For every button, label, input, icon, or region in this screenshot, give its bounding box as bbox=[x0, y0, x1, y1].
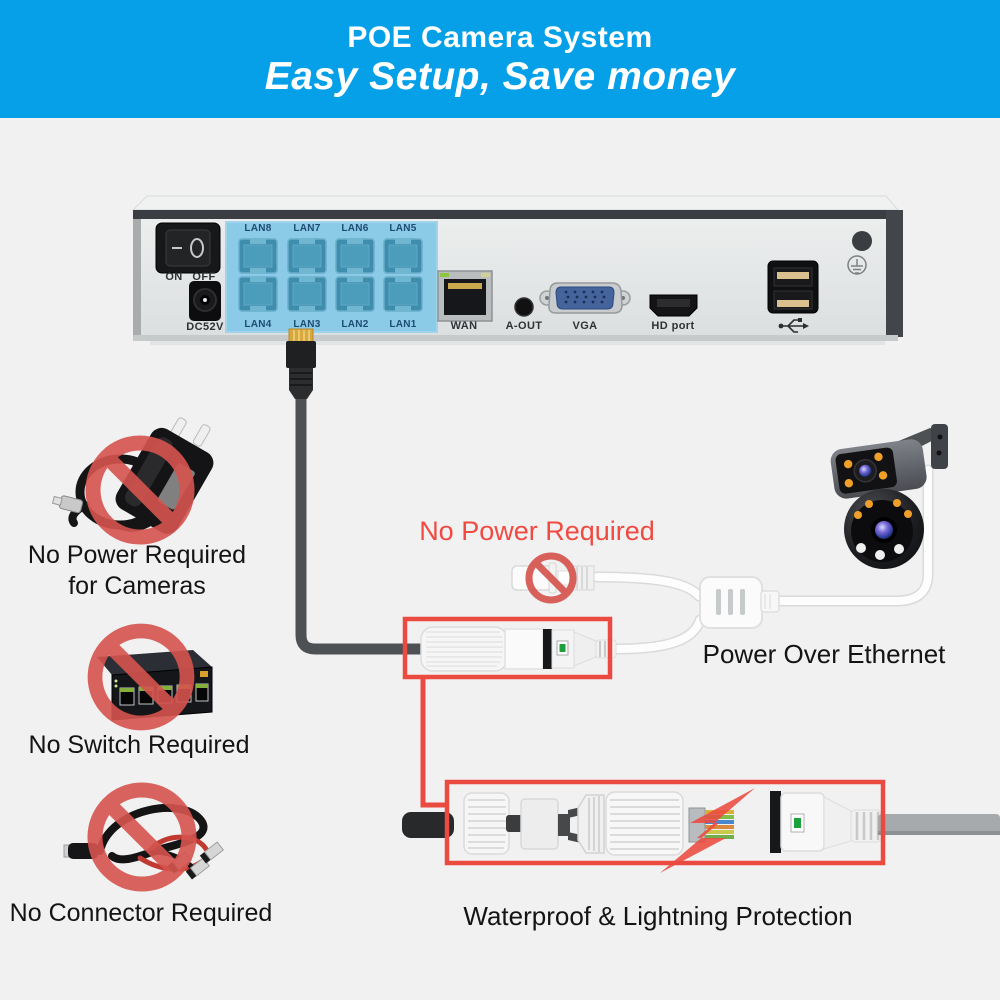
usb-icon bbox=[778, 318, 809, 333]
no-power-cameras-caption-line1: No Power Required bbox=[27, 541, 247, 569]
poe-caption: Power Over Ethernet bbox=[702, 639, 946, 669]
white-cables bbox=[591, 464, 934, 655]
lan3-label: LAN3 bbox=[293, 319, 321, 330]
waterproof-caption: Waterproof & Lightning Protection bbox=[463, 901, 853, 931]
highlight-box-waterproof bbox=[444, 779, 886, 866]
usb-ports bbox=[767, 260, 819, 314]
header-banner bbox=[0, 0, 1000, 118]
waterproof-kit bbox=[402, 779, 1000, 873]
ethernet-cable bbox=[286, 328, 430, 655]
banner-subtitle: Easy Setup, Save money bbox=[264, 55, 736, 98]
lan4-label: LAN4 bbox=[244, 319, 272, 330]
hdmi-port bbox=[649, 294, 698, 317]
power-adapter-image bbox=[51, 417, 214, 539]
lan6-label: LAN6 bbox=[341, 223, 369, 234]
poe-coupler bbox=[402, 616, 617, 680]
switch-image bbox=[95, 631, 213, 723]
vga-port bbox=[539, 282, 631, 314]
lan2-label: LAN2 bbox=[341, 319, 369, 330]
no-power-cameras-caption-line2: for Cameras bbox=[68, 572, 206, 600]
switch-on-label: ON bbox=[165, 271, 183, 283]
lan1-label: LAN1 bbox=[389, 319, 417, 330]
lan7-label: LAN7 bbox=[293, 223, 321, 234]
lan5-label: LAN5 bbox=[389, 223, 417, 234]
audio-out-label: A-OUT bbox=[505, 320, 543, 332]
no-switch-caption: No Switch Required bbox=[28, 731, 250, 759]
audio-out-jack bbox=[514, 297, 534, 317]
no-power-inline-caption: No Power Required bbox=[419, 516, 655, 546]
poe-port-panel bbox=[225, 221, 438, 333]
vga-label: VGA bbox=[572, 320, 598, 332]
connector-cables-image bbox=[63, 790, 225, 884]
highlight-box-coupler bbox=[402, 616, 613, 680]
power-switch bbox=[155, 222, 221, 274]
red-connector-line bbox=[420, 677, 447, 808]
dc-power-jack bbox=[189, 281, 221, 321]
ptz-camera bbox=[830, 424, 948, 569]
pigtail-splitter bbox=[699, 576, 780, 629]
lightning-icon bbox=[660, 788, 755, 873]
nvr-recorder bbox=[131, 195, 903, 345]
switch-off-label: OFF bbox=[192, 271, 216, 283]
banner-title: POE Camera System bbox=[347, 21, 653, 54]
vent-button bbox=[852, 231, 872, 251]
rj45-plug bbox=[286, 328, 316, 399]
wan-port bbox=[437, 270, 493, 322]
hdmi-label: HD port bbox=[651, 320, 695, 332]
ground-icon bbox=[847, 255, 867, 275]
lan8-label: LAN8 bbox=[244, 223, 272, 234]
dc-power-label: DC52V bbox=[186, 321, 224, 333]
wan-label: WAN bbox=[450, 320, 478, 332]
dc-connector-crossed bbox=[511, 556, 595, 600]
no-connector-caption: No Connector Required bbox=[9, 899, 273, 927]
